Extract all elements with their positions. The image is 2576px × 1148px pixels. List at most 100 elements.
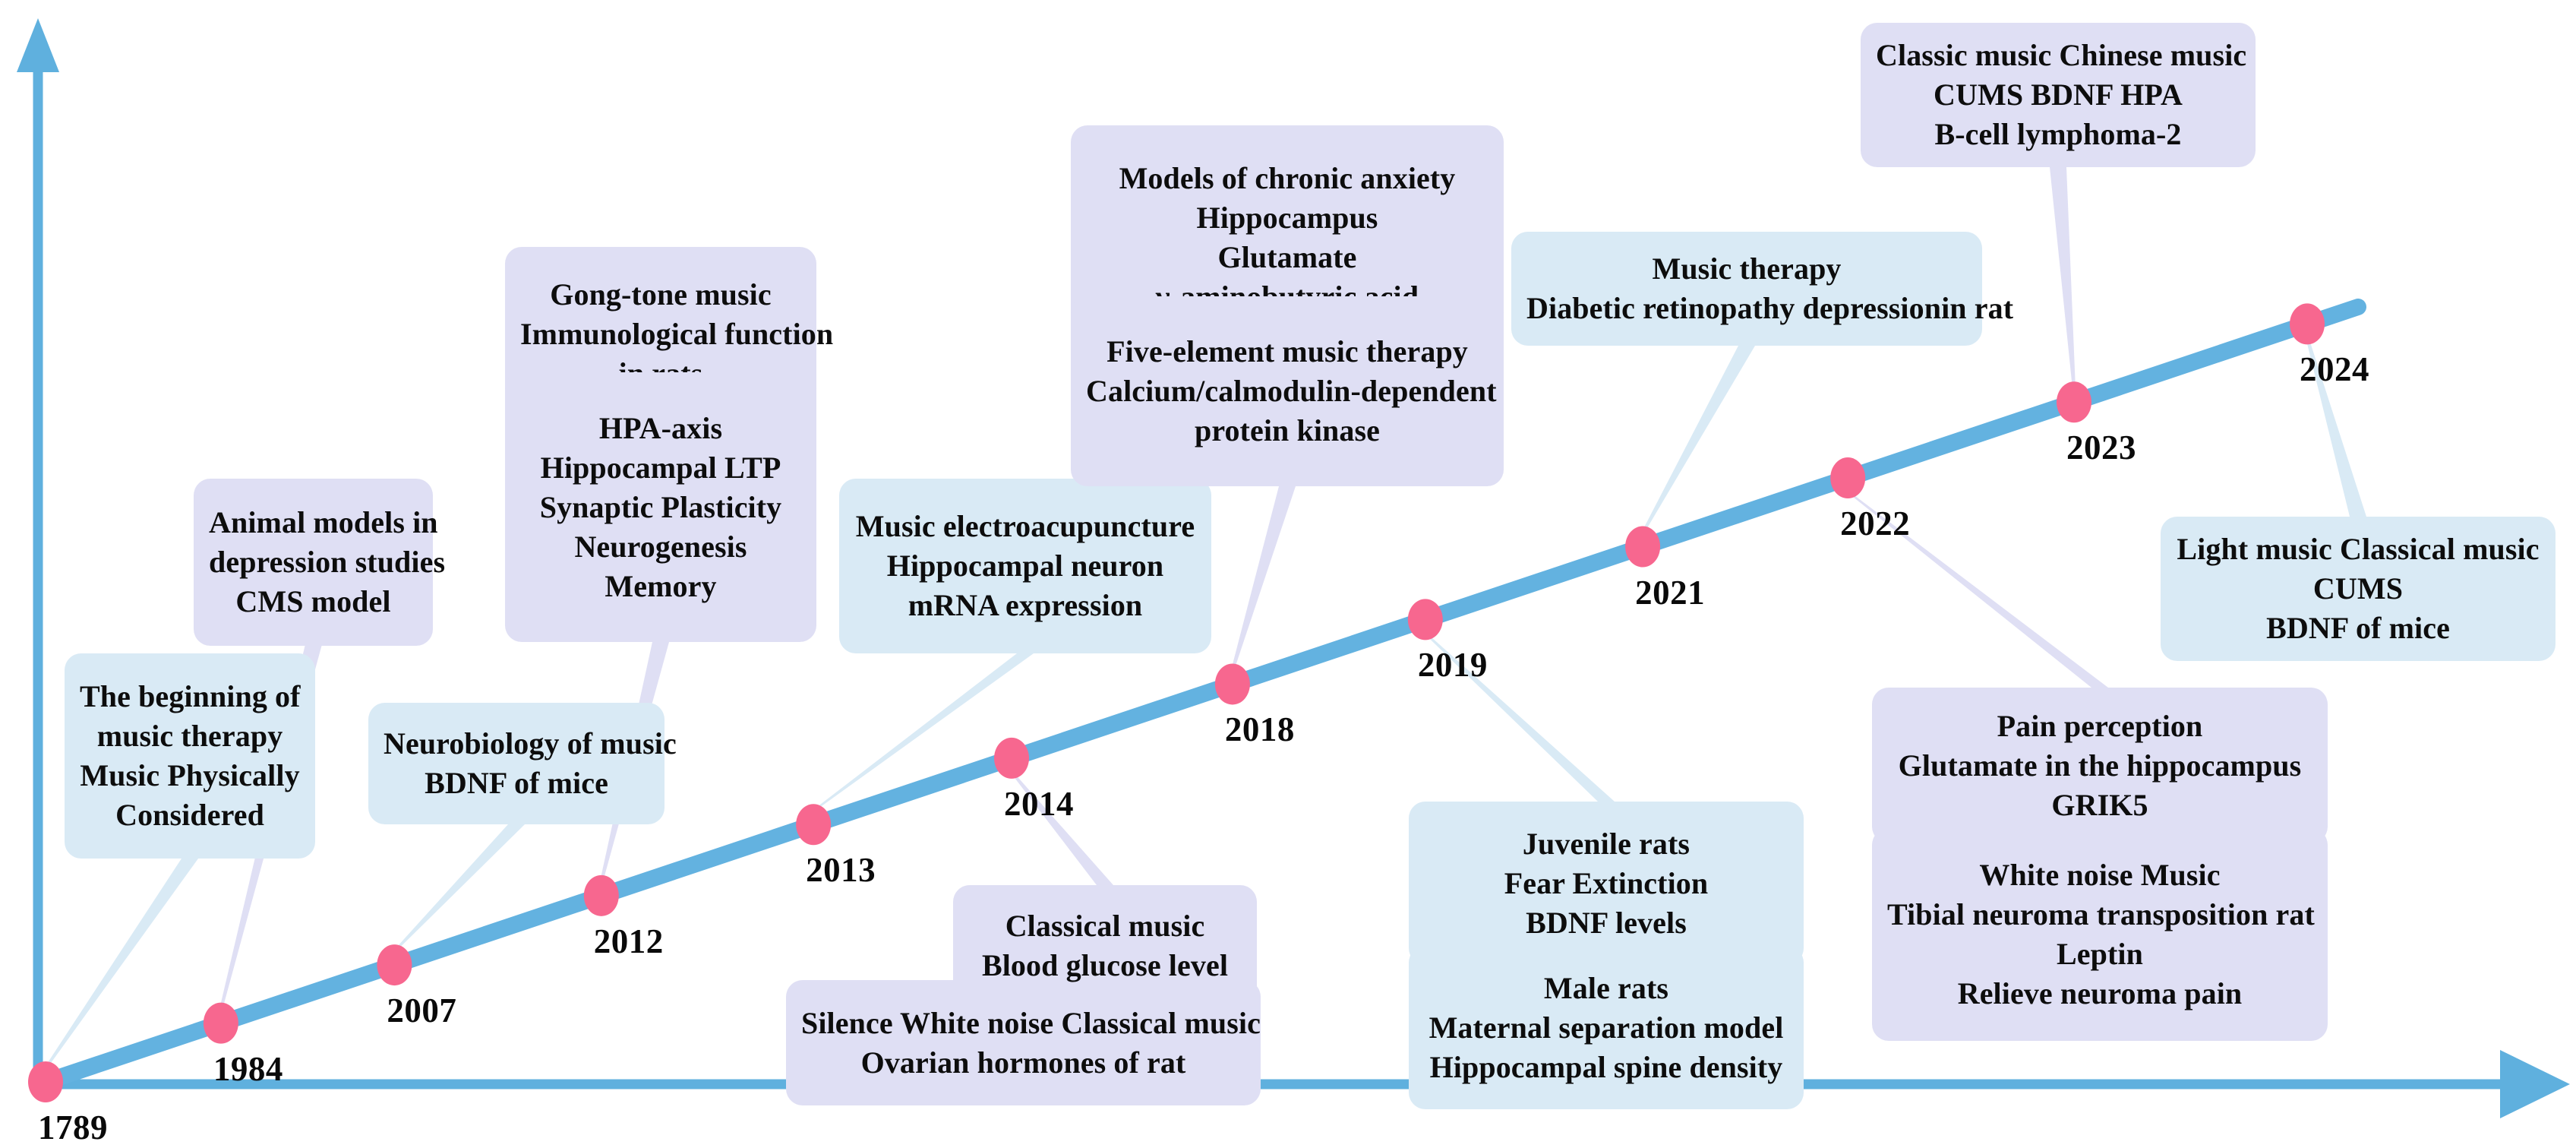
connector-stem-box-1789-a — [44, 859, 198, 1068]
callout-line: depression studies — [209, 545, 446, 579]
y-axis — [17, 18, 59, 1088]
callout-line: Music therapy — [1652, 251, 1842, 286]
year-label-2022: 2022 — [1840, 504, 1911, 543]
connector-stem-box-2019-a — [1423, 633, 1615, 802]
callout-line: Hippocampal neuron — [886, 549, 1164, 583]
milestone-marker-2024[interactable] — [2290, 303, 2325, 345]
milestone-marker-2007[interactable] — [377, 944, 412, 986]
callout-line: Hippocampus — [1196, 200, 1378, 235]
callout-line: mRNA expression — [908, 588, 1143, 622]
year-label-2024: 2024 — [2300, 350, 2370, 389]
connector-stem-box-2024-a — [2306, 337, 2366, 517]
callout-line: Leptin — [2057, 937, 2143, 971]
milestone-markers — [28, 303, 2325, 1102]
callout-line: HPA-axis — [598, 410, 723, 445]
callout-line: Hippocampal spine density — [1429, 1049, 1783, 1084]
callout-line: Pain perception — [1997, 708, 2203, 743]
milestone-marker-1789[interactable] — [28, 1061, 63, 1102]
year-label-1789: 1789 — [38, 1108, 108, 1146]
callout-line: BDNF of mice — [425, 766, 608, 800]
year-label-2018: 2018 — [1224, 710, 1295, 749]
callout-line: Relieve neuroma pain — [1957, 976, 2243, 1010]
year-label-1984: 1984 — [213, 1049, 283, 1088]
callout-line: Classical music — [1005, 909, 1205, 943]
callout-line: CUMS — [2312, 571, 2404, 606]
callout-line: B-cell lymphoma-2 — [1934, 117, 2182, 151]
connector-stem-box-2023-a — [2050, 167, 2076, 389]
callout-line: Models of chronic anxiety — [1119, 160, 1456, 195]
year-label-2019: 2019 — [1417, 646, 1488, 685]
year-label-2007: 2007 — [387, 991, 457, 1030]
milestone-marker-2014[interactable] — [994, 737, 1030, 779]
callout-line: Fear Extinction — [1504, 865, 1709, 900]
callout-line: Calcium/calmodulin-dependent — [1086, 374, 1497, 408]
milestone-marker-2012[interactable] — [583, 874, 619, 916]
year-label-2023: 2023 — [2066, 429, 2136, 467]
connector-stem-box-2014-a — [1010, 771, 1113, 885]
year-label-2013: 2013 — [806, 851, 876, 890]
milestone-marker-2013[interactable] — [796, 804, 832, 846]
callout-line: Glutamate in the hippocampus — [1898, 748, 2302, 783]
year-label-2014: 2014 — [1004, 784, 1074, 823]
callout-line: Light music Classical music — [2177, 532, 2540, 566]
milestone-marker-2021[interactable] — [1625, 526, 1661, 568]
callout-line: Neurogenesis — [574, 529, 747, 564]
milestone-marker-2018[interactable] — [1214, 663, 1250, 705]
callout-line: GRIK5 — [2051, 787, 2148, 822]
callout-line: Classic music Chinese music — [1876, 38, 2247, 72]
callout-line: Synaptic Plasticity — [539, 489, 782, 524]
callout-line: The beginning of — [80, 679, 301, 713]
callout-line: Juvenile rats — [1522, 826, 1690, 861]
callout-line: White noise Music — [1979, 858, 2221, 892]
connector-stem-box-2013-a — [812, 653, 1034, 811]
callout-line: music therapy — [96, 719, 283, 753]
callout-line: Tibial neuroma transposition rat — [1887, 897, 2315, 931]
callout-line: Memory — [605, 568, 717, 603]
callout-line: BDNF of mice — [2266, 611, 2450, 645]
connector-stem-box-2007-a — [393, 824, 525, 952]
connector-stem-box-2021-a — [1641, 346, 1755, 533]
callout-line: CMS model — [235, 584, 391, 618]
milestone-marker-2023[interactable] — [2056, 381, 2091, 423]
connector-stem-box-2022-a — [1846, 492, 2108, 688]
callout-line: Blood glucose level — [981, 948, 1229, 982]
callout-line: Five-element music therapy — [1106, 334, 1468, 368]
callout-line: Neurobiology of music — [384, 726, 677, 761]
callout-line: protein kinase — [1194, 413, 1381, 447]
callout-line: CUMS BDNF HPA — [1934, 77, 2183, 112]
milestone-marker-2022[interactable] — [1830, 457, 1866, 499]
callout-line: Music electroacupuncture — [855, 509, 1195, 543]
connector-stem-box-2018-b — [1230, 486, 1296, 671]
callout-line: Silence White noise Classical music — [801, 1005, 1261, 1040]
milestone-marker-1984[interactable] — [203, 1002, 238, 1044]
x-axis — [33, 1050, 2570, 1118]
callout-line: BDNF levels — [1526, 905, 1687, 940]
callout-line: Considered — [115, 798, 264, 832]
milestone-marker-2019[interactable] — [1407, 599, 1443, 640]
